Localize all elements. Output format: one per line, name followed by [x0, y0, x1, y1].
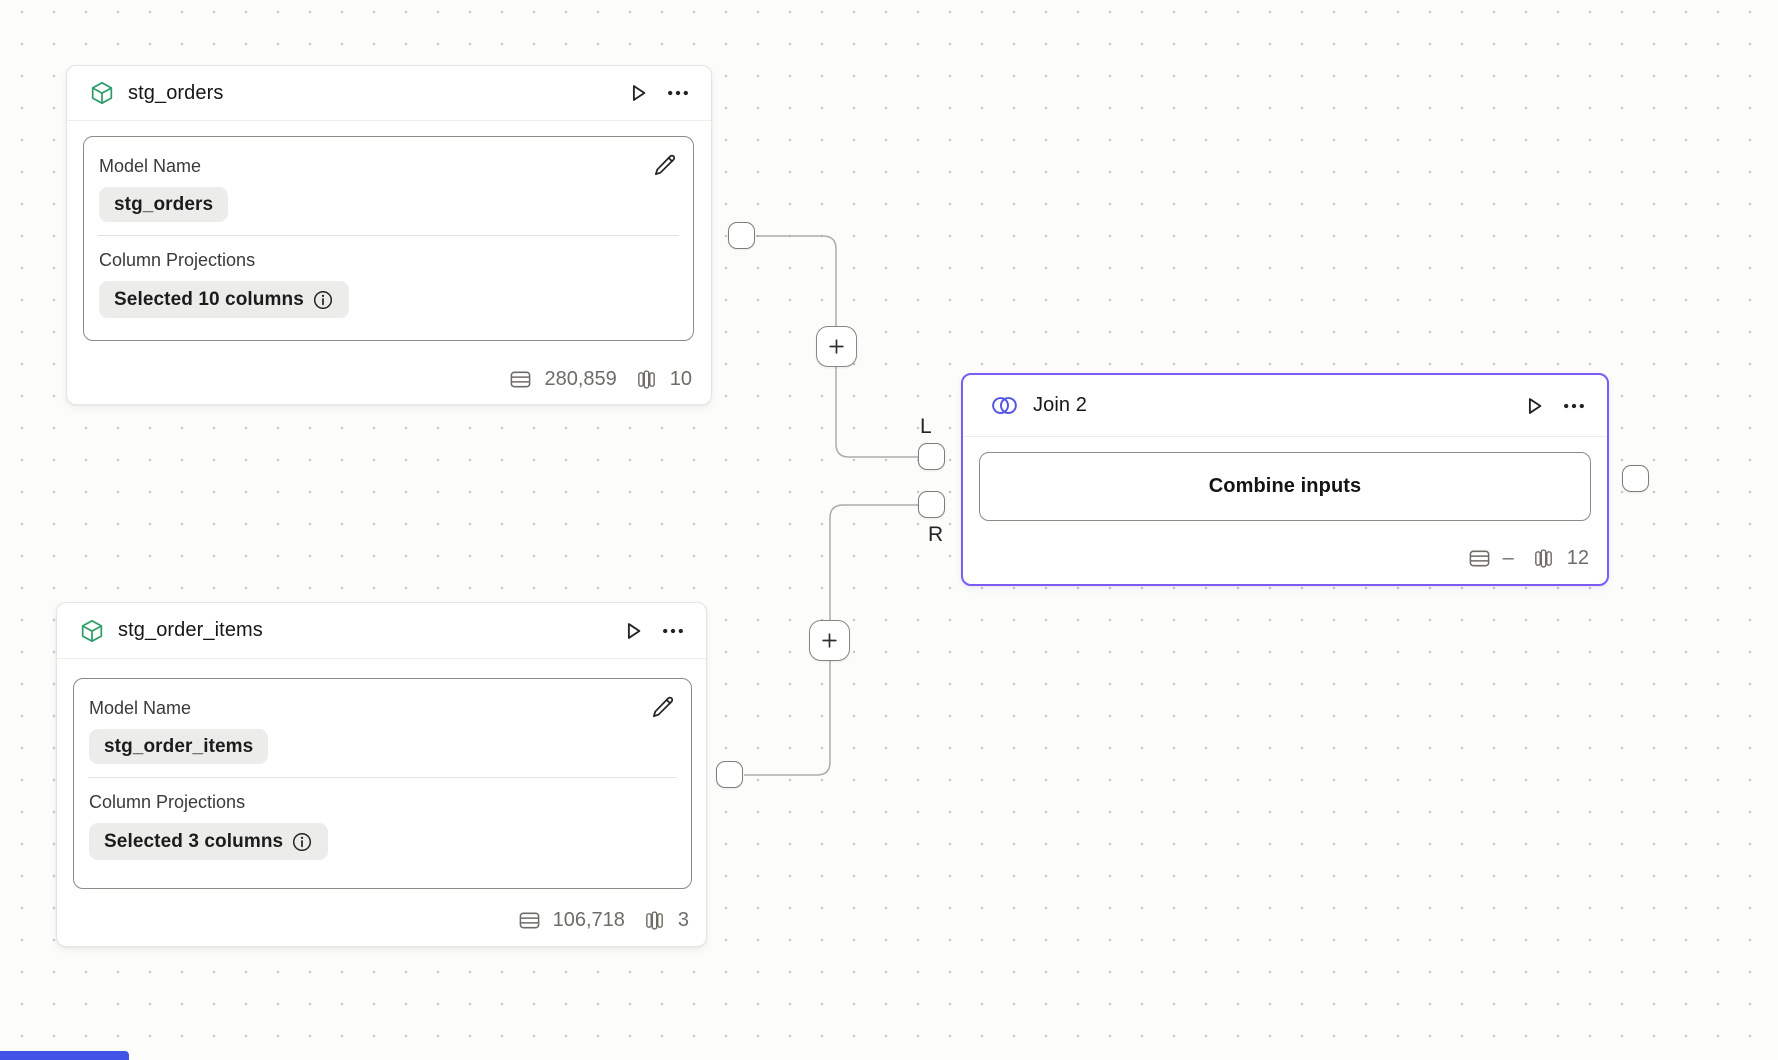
- column-count-icon: [635, 368, 658, 391]
- ellipsis-icon: [663, 628, 683, 633]
- play-icon: [632, 85, 646, 101]
- row-count-value: –: [1502, 547, 1514, 569]
- row-count-icon: [509, 368, 532, 391]
- bottom-left-accent-bar: [0, 1051, 129, 1060]
- join-circles-icon: [989, 393, 1020, 418]
- add-node-on-wire-button-bottom[interactable]: [809, 620, 850, 661]
- column-count-value: 10: [669, 368, 692, 390]
- node-menu-button[interactable]: [1559, 391, 1589, 421]
- node-config-card: Model Name stg_order_items Column Projec…: [73, 678, 692, 889]
- edit-model-name-button[interactable]: [648, 692, 678, 722]
- pencil-icon: [652, 696, 674, 718]
- port-join-left-input[interactable]: [918, 443, 945, 470]
- row-count-icon: [518, 909, 541, 932]
- node-menu-button[interactable]: [663, 78, 693, 108]
- column-projections-pill[interactable]: Selected 10 columns: [99, 281, 349, 318]
- run-node-button[interactable]: [1519, 391, 1549, 421]
- play-icon: [1528, 397, 1542, 414]
- column-count-icon: [643, 909, 666, 932]
- model-name-label: Model Name: [99, 156, 202, 176]
- model-name-value-pill: stg_orders: [99, 187, 229, 222]
- ellipsis-icon: [1564, 403, 1584, 408]
- node-stg-orders[interactable]: stg_orders Model Name stg_or: [66, 65, 712, 405]
- run-node-button[interactable]: [623, 78, 653, 108]
- node-stats: – 12: [1468, 547, 1589, 570]
- plus-icon: [822, 633, 837, 648]
- plus-icon: [829, 339, 844, 354]
- pencil-icon: [654, 154, 676, 176]
- model-cube-icon: [89, 80, 115, 106]
- model-cube-icon: [79, 618, 105, 644]
- column-count-icon: [1532, 547, 1555, 570]
- node-menu-button[interactable]: [658, 616, 688, 646]
- node-join-2[interactable]: Join 2 Combine inputs –: [961, 373, 1609, 586]
- edit-model-name-button[interactable]: [650, 150, 680, 180]
- join-right-input-label: R: [928, 523, 944, 546]
- info-icon: [312, 289, 334, 311]
- column-projections-label: Column Projections: [89, 792, 246, 812]
- column-count-value: 12: [1566, 547, 1589, 569]
- node-title: stg_orders: [128, 81, 224, 104]
- node-header: stg_order_items: [57, 603, 706, 659]
- card-divider: [98, 235, 679, 236]
- node-header: Join 2: [963, 375, 1607, 437]
- run-node-button[interactable]: [618, 616, 648, 646]
- node-header: stg_orders: [67, 66, 711, 121]
- play-icon: [627, 622, 641, 639]
- node-stg-order-items[interactable]: stg_order_items Model Name s: [56, 602, 707, 947]
- add-node-on-wire-button-top[interactable]: [816, 326, 857, 367]
- node-stats: 280,859 10: [509, 368, 692, 391]
- node-config-card: Model Name stg_orders Column Projections…: [83, 136, 694, 341]
- row-count-icon: [1468, 547, 1491, 570]
- node-title: Join 2: [1033, 394, 1087, 416]
- info-icon: [291, 831, 313, 853]
- port-stg-orders-output[interactable]: [728, 222, 755, 249]
- column-count-value: 3: [677, 909, 689, 931]
- node-stats: 106,718 3: [518, 909, 689, 932]
- port-join-output[interactable]: [1622, 465, 1649, 492]
- row-count-value: 106,718: [552, 909, 625, 931]
- column-projections-label: Column Projections: [99, 250, 256, 270]
- join-left-input-label: L: [920, 415, 932, 438]
- node-title: stg_order_items: [118, 619, 263, 641]
- card-divider: [88, 777, 677, 778]
- port-stg-order-items-output[interactable]: [716, 761, 743, 788]
- model-name-label: Model Name: [89, 698, 192, 718]
- row-count-value: 280,859: [544, 368, 617, 390]
- model-name-value-pill: stg_order_items: [89, 729, 269, 764]
- port-join-right-input[interactable]: [918, 491, 945, 518]
- column-projections-pill[interactable]: Selected 3 columns: [89, 823, 329, 860]
- ellipsis-icon: [668, 90, 688, 96]
- combine-inputs-button[interactable]: Combine inputs: [979, 452, 1591, 521]
